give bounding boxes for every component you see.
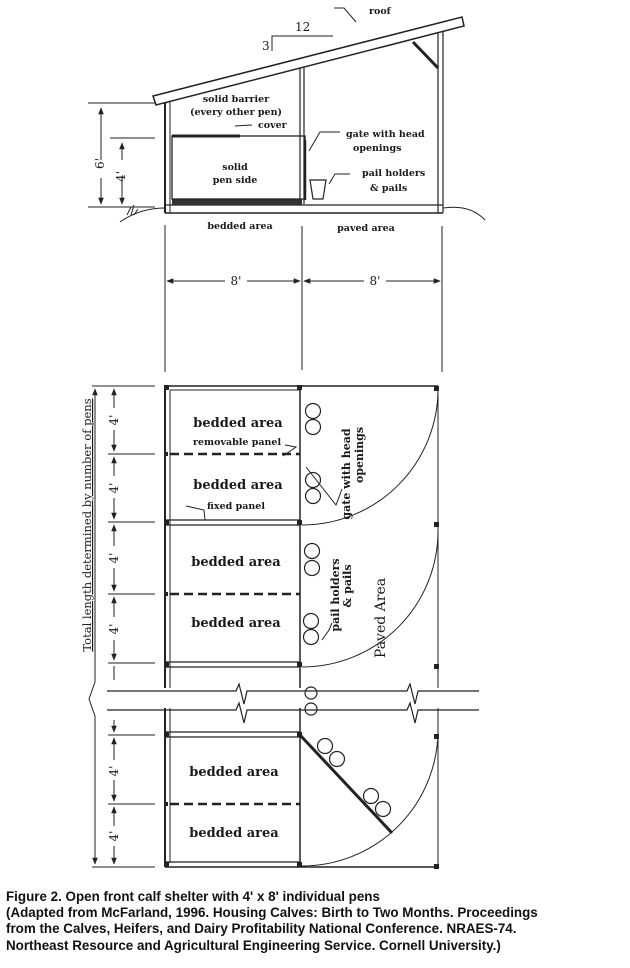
plan-gate-label-1: gate with head — [340, 428, 353, 519]
elevation-gate-label-2: openings — [353, 143, 401, 154]
pen-label-6: bedded area — [189, 826, 279, 841]
solid-pen-label-2: pen side — [213, 175, 258, 186]
roof-label: roof — [369, 6, 392, 17]
caption-line-2: (Adapted from McFarland, 1996. Housing C… — [6, 905, 538, 921]
plan-view — [88, 385, 492, 869]
plan-pail-label-2: & pails — [341, 564, 354, 607]
caption-line-1: Figure 2. Open front calf shelter with 4… — [6, 889, 380, 904]
pen-label-1: bedded area — [193, 416, 283, 431]
elevation-paved-area: paved area — [337, 223, 395, 234]
elevation-gate-label-1: gate with head — [346, 129, 425, 140]
width-dimensions — [164, 225, 443, 372]
solid-pen-label-1: solid — [222, 162, 248, 173]
pen-label-4: bedded area — [191, 616, 281, 631]
solid-barrier-label-1: solid barrier — [203, 94, 270, 105]
total-length-label: Total length determined by number of pen… — [80, 398, 94, 651]
cover-label: cover — [258, 120, 288, 131]
slope-rise: 3 — [262, 39, 270, 53]
paved-area-label: Paved Area — [373, 578, 389, 658]
caption-line-3: from the Calves, Heifers, and Dairy Prof… — [6, 921, 517, 937]
elevation-view — [88, 7, 486, 223]
dim-width-right: 8' — [370, 274, 381, 288]
roof — [152, 16, 465, 106]
elevation-pail-label-1: pail holders — [362, 168, 425, 179]
plan-pail-label-1: pail holders — [329, 558, 342, 631]
pen-label-5: bedded area — [189, 765, 279, 780]
pen-label-3: bedded area — [191, 555, 281, 570]
slope-run: 12 — [295, 20, 310, 34]
pen-dim-2: 4' — [107, 483, 121, 494]
elevation-bedded-area: bedded area — [207, 221, 272, 232]
dim-height-6ft: 6' — [93, 158, 107, 169]
elevation-pail-label-2: & pails — [370, 183, 407, 194]
solid-barrier-label-2: (every other pen) — [190, 107, 282, 118]
pen-dim-1: 4' — [107, 415, 121, 426]
dim-height-4ft: 4' — [114, 171, 128, 182]
figure-caption: Figure 2. Open front calf shelter with 4… — [6, 889, 626, 954]
plan-gate-label-2: openings — [353, 427, 366, 483]
removable-panel-label: removable panel — [193, 437, 281, 448]
pen-dim-5: 4' — [107, 766, 121, 777]
fixed-panel-label: fixed panel — [207, 501, 265, 512]
calf-shelter-diagram: roof 3 12 solid barrier (every other pen… — [80, 6, 492, 869]
pen-dim-6: 4' — [107, 831, 121, 842]
pen-dim-3: 4' — [107, 553, 121, 564]
pen-label-2: bedded area — [193, 478, 283, 493]
caption-line-4: Northeast Resource and Agricultural Engi… — [6, 937, 501, 953]
dim-width-left: 8' — [231, 274, 242, 288]
pen-dim-4: 4' — [107, 624, 121, 635]
